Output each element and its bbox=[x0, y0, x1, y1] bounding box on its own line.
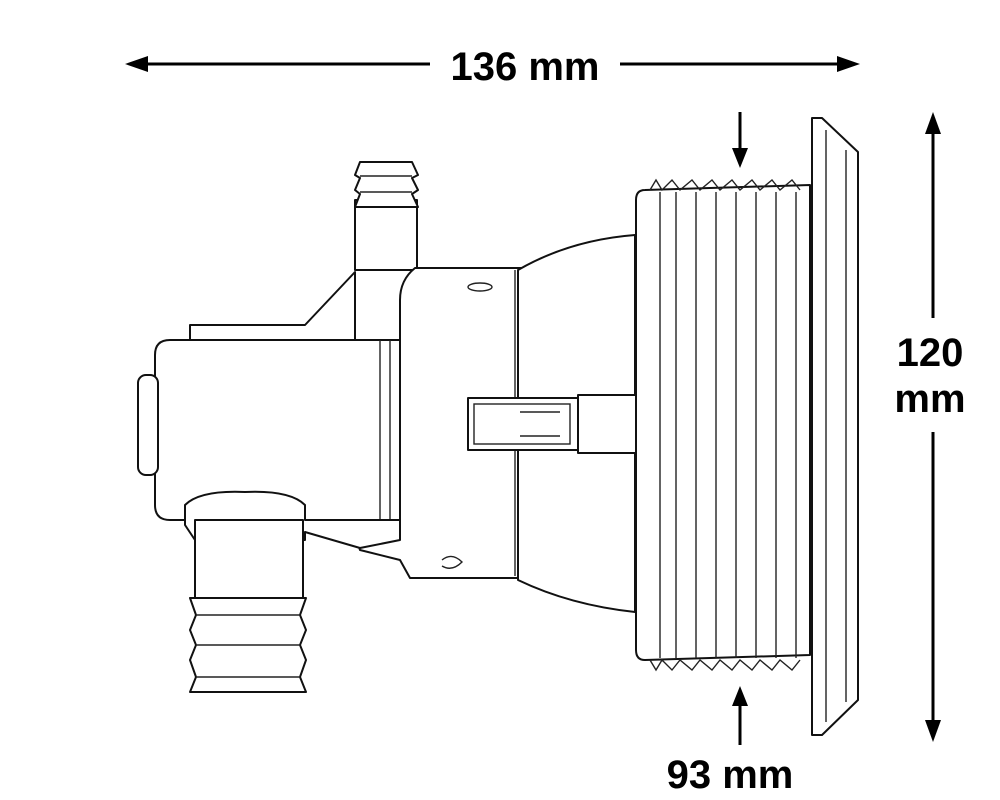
height-arrow-bottom bbox=[925, 720, 941, 742]
width-dimension-line bbox=[125, 56, 860, 72]
bottom-barb-connector bbox=[184, 490, 401, 693]
thread-arrow-top bbox=[732, 148, 748, 168]
valve-stub bbox=[467, 394, 641, 454]
height-value: 120 bbox=[896, 331, 964, 375]
face-flange bbox=[811, 117, 859, 736]
top-barb-connector bbox=[354, 161, 419, 271]
height-arrow-top bbox=[925, 112, 941, 134]
height-dimension-line bbox=[925, 112, 941, 742]
width-arrow-right bbox=[837, 56, 860, 72]
width-dimension-label: 136 mm bbox=[430, 44, 620, 90]
threaded-collar bbox=[635, 178, 811, 672]
thread-arrow-bottom bbox=[732, 686, 748, 706]
thread-dimension-arrows bbox=[732, 112, 748, 745]
thread-dimension-label: 93 mm bbox=[655, 752, 805, 798]
main-body bbox=[137, 271, 401, 540]
height-dimension-label: 120 mm bbox=[880, 330, 980, 422]
height-unit: mm bbox=[894, 377, 966, 421]
width-arrow-left bbox=[125, 56, 148, 72]
